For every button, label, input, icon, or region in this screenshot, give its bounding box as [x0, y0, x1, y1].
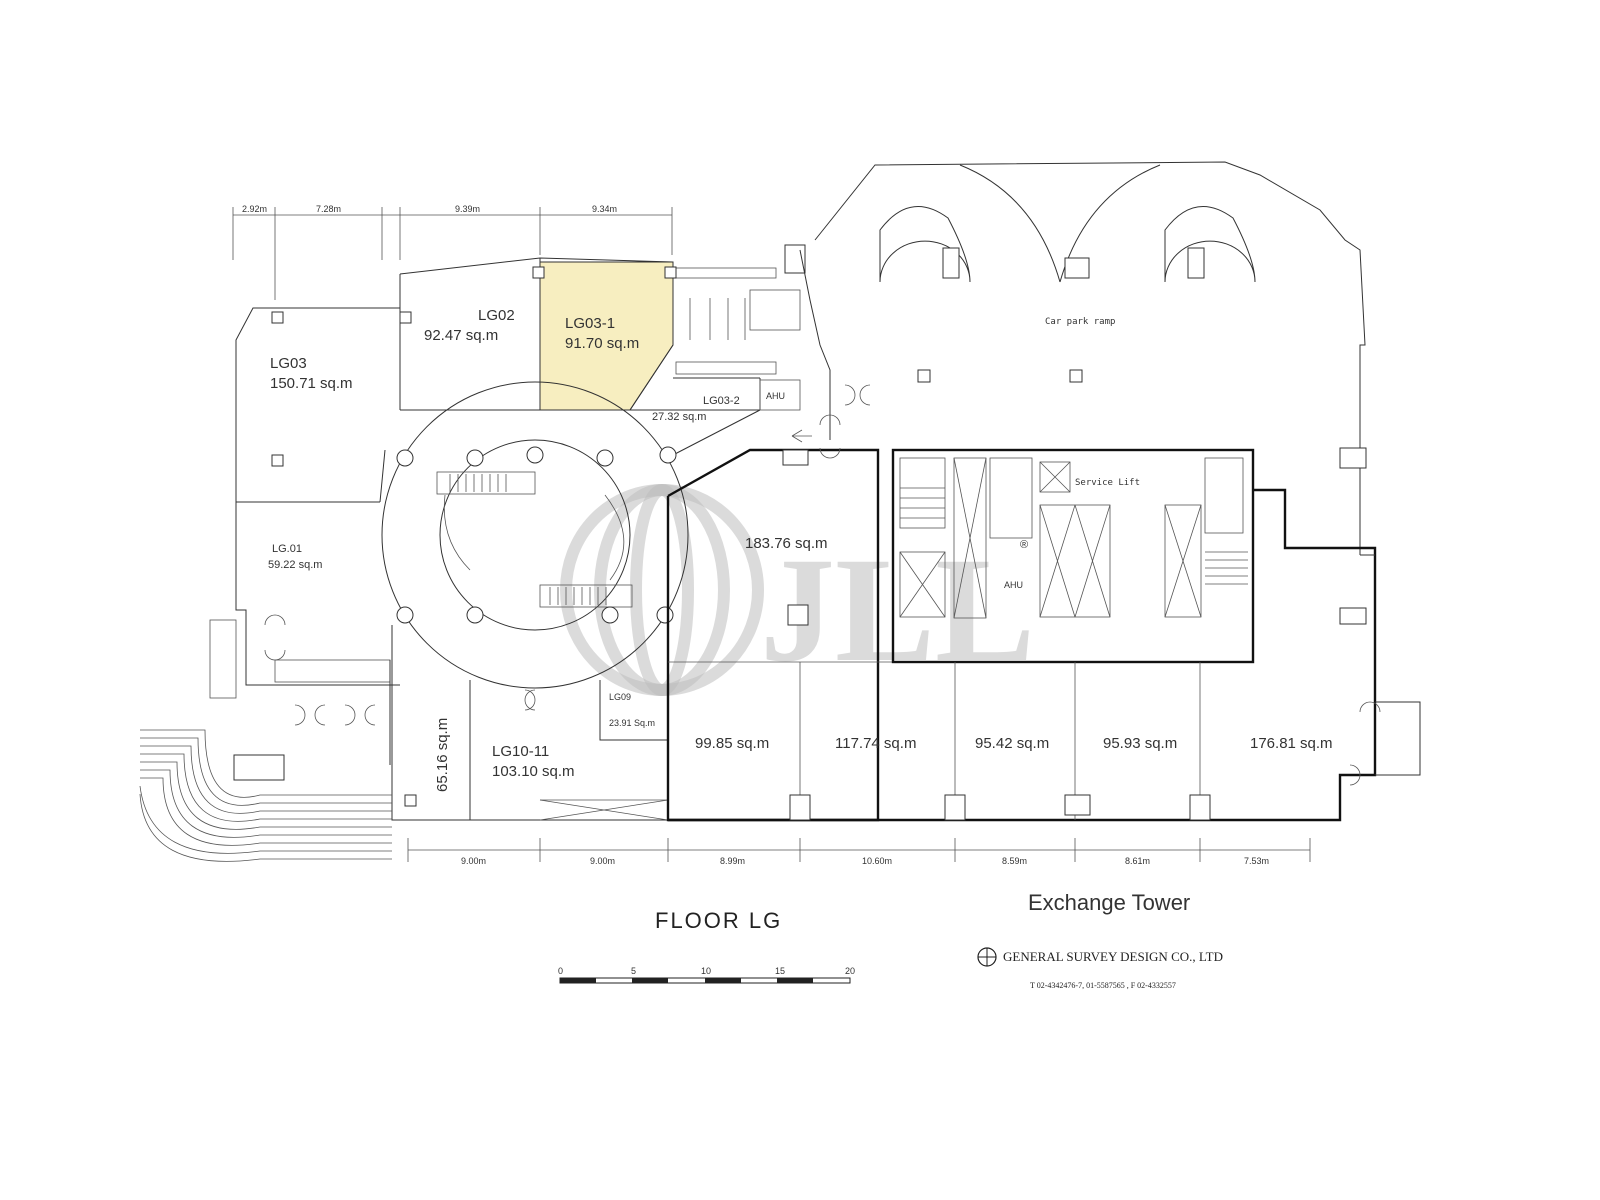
service-lift-label: Service Lift: [1075, 478, 1140, 488]
unit-lg01-name[interactable]: LG.01: [272, 543, 302, 555]
dim-bottom-5: 8.59m: [1002, 856, 1027, 866]
scale-tick-5: 5: [631, 966, 636, 976]
scale-bar: 0 5 10 15 20: [558, 966, 855, 984]
unit-lg03-1-name[interactable]: LG03-1: [565, 315, 615, 332]
dim-bottom-1: 9.00m: [461, 856, 486, 866]
right-wing: Car park ramp: [668, 161, 1421, 822]
registered-mark: ®: [1020, 539, 1028, 551]
building-name: Exchange Tower: [1028, 890, 1190, 915]
scale-tick-0: 0: [558, 966, 563, 976]
dim-top-2: 7.28m: [316, 204, 341, 214]
strip-dividers: [271, 266, 1211, 821]
unit-11774-area[interactable]: 117.74 sq.m: [835, 735, 916, 752]
ahu-room: [759, 379, 801, 411]
unit-lg03-area: 150.71 sq.m: [270, 375, 353, 392]
scale-tick-20: 20: [845, 966, 855, 976]
company-logo-icon: [977, 947, 997, 967]
top-dimensions: 2.92m 7.28m 9.39m 9.34m: [232, 204, 673, 300]
bottom-dimensions: 9.00m 9.00m 8.99m 10.60m 8.59m 8.61m 7.5…: [407, 838, 1311, 866]
unit-lg03-2-name[interactable]: LG03-2: [703, 395, 740, 407]
unit-lg09-area: 23.91 Sq.m: [609, 718, 655, 728]
dim-bottom-3: 8.99m: [720, 856, 745, 866]
lower-left: [391, 625, 669, 821]
core: AHU Service Lift: [891, 448, 1255, 664]
scale-tick-10: 10: [701, 966, 711, 976]
unit-lg02-area: 92.47 sq.m: [424, 327, 498, 344]
unit-17681-area[interactable]: 176.81 sq.m: [1250, 735, 1333, 752]
atrium: [381, 381, 689, 689]
unit-labels: LG03 150.71 sq.m LG02 92.47 sq.m LG03-1 …: [268, 307, 1333, 792]
entry-arrow-icon: [791, 429, 812, 443]
car-park-ramp-label: Car park ramp: [1045, 317, 1115, 327]
unit-9593-area[interactable]: 95.93 sq.m: [1103, 735, 1177, 752]
dim-top-1: 2.92m: [242, 204, 267, 214]
doors: [264, 384, 1381, 786]
unit-lg10-11-name[interactable]: LG10-11: [492, 743, 549, 760]
ahu-label-1: AHU: [766, 391, 785, 401]
unit-18376-area[interactable]: 183.76 sq.m: [745, 535, 828, 552]
dim-bottom-7: 7.53m: [1244, 856, 1269, 866]
unit-lg09-name[interactable]: LG09: [609, 692, 631, 702]
left-wing: AHU: [235, 244, 831, 686]
dim-top-3: 9.39m: [455, 204, 480, 214]
floor-title: FLOOR LG: [655, 908, 782, 933]
unit-lg03-2-area: 27.32 sq.m: [652, 411, 706, 423]
unit-6516-area[interactable]: 65.16 sq.m: [434, 718, 451, 792]
company-contact: T 02-4342476-7, 01-5587565 , F 02-433255…: [1030, 981, 1176, 990]
unit-9542-area[interactable]: 95.42 sq.m: [975, 735, 1049, 752]
outdoor-stairs: [139, 619, 392, 862]
unit-lg10-11-area: 103.10 sq.m: [492, 763, 575, 780]
unit-lg01-area: 59.22 sq.m: [268, 559, 322, 571]
dim-bottom-6: 8.61m: [1125, 856, 1150, 866]
unit-lg02-name[interactable]: LG02: [478, 307, 515, 324]
company-name: GENERAL SURVEY DESIGN CO., LTD: [1003, 949, 1223, 964]
dim-bottom-4: 10.60m: [862, 856, 892, 866]
unit-lg03-1-area: 91.70 sq.m: [565, 335, 639, 352]
unit-9985-area[interactable]: 99.85 sq.m: [695, 735, 769, 752]
dim-top-4: 9.34m: [592, 204, 617, 214]
scale-tick-15: 15: [775, 966, 785, 976]
dim-bottom-2: 9.00m: [590, 856, 615, 866]
unit-lg03-name[interactable]: LG03: [270, 355, 307, 372]
ahu-label-2: AHU: [1004, 580, 1023, 590]
